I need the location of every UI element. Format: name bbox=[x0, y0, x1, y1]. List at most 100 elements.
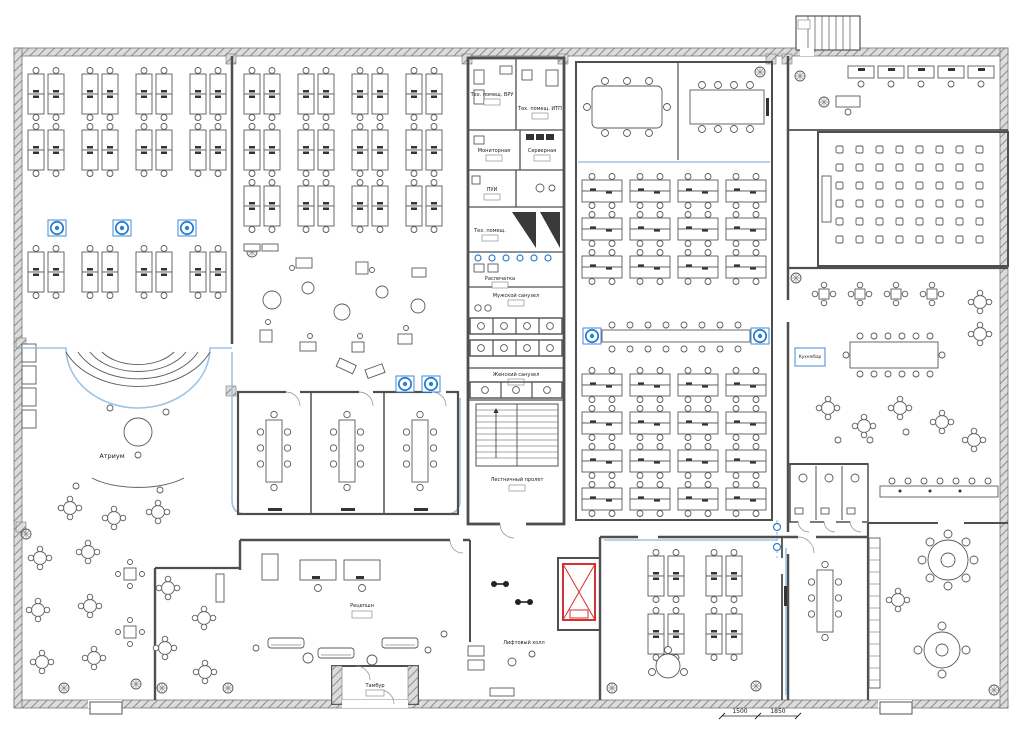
round-lounge-table bbox=[923, 631, 961, 669]
building-shell bbox=[13, 15, 1009, 715]
zone-atrium: Атриум bbox=[22, 347, 232, 531]
tech-vru-label: Тех. помещ. ВРУ bbox=[470, 92, 514, 98]
zone-meeting-rooms-west bbox=[231, 352, 461, 516]
pillar bbox=[225, 385, 237, 397]
tech-room-label: Тех. помещ. bbox=[473, 228, 506, 234]
printer-station bbox=[112, 219, 132, 237]
monitoring-label: Мониторная bbox=[478, 148, 510, 154]
zone-office-south bbox=[604, 536, 843, 695]
printer-station bbox=[395, 375, 415, 393]
bookshelf bbox=[868, 537, 881, 689]
core-stairwell: Лестничный пролет bbox=[475, 403, 559, 539]
dimension-1850: 1850 bbox=[770, 708, 785, 715]
pillar bbox=[15, 521, 27, 533]
lounge-collab-area bbox=[243, 243, 427, 380]
equipment-icon bbox=[490, 580, 510, 588]
desk-cluster bbox=[81, 67, 119, 121]
tech-itp-label: Тех. помещ. ИТП bbox=[517, 106, 562, 112]
porch-southwest bbox=[89, 701, 123, 715]
dark-equipment bbox=[512, 212, 536, 248]
desk-cluster bbox=[81, 123, 119, 177]
zone-lounge-southeast bbox=[868, 529, 1000, 696]
tv-screen bbox=[766, 98, 769, 116]
zone-core: Тех. помещ. ВРУ Тех. помещ. ИТП Мониторн… bbox=[466, 56, 566, 539]
stair-note-box bbox=[797, 19, 811, 30]
desk-cluster bbox=[135, 123, 173, 177]
zone-open-office-center bbox=[575, 61, 782, 558]
desk-cluster bbox=[27, 123, 65, 177]
wc-women-stalls bbox=[469, 381, 563, 399]
zone-open-office-north-center bbox=[243, 67, 443, 380]
dark-equipment bbox=[540, 212, 560, 248]
locker bbox=[21, 343, 37, 363]
tambour: Тамбур bbox=[331, 665, 419, 708]
meeting-table bbox=[807, 560, 843, 642]
desk-cluster bbox=[135, 245, 173, 299]
desk-cluster bbox=[27, 245, 65, 299]
desk-cluster bbox=[189, 123, 227, 177]
wall-east bbox=[999, 47, 1009, 709]
desk-cluster bbox=[81, 245, 119, 299]
reception-label: Рецепшн bbox=[350, 603, 374, 609]
elevator-shaft bbox=[562, 563, 596, 621]
locker bbox=[21, 387, 37, 407]
zone-cafe-southwest bbox=[20, 528, 145, 694]
round-table bbox=[655, 653, 681, 679]
meeting-area-north bbox=[583, 66, 769, 137]
zone-reception: Рецепшн Тамбур bbox=[152, 539, 464, 708]
zone-open-office-northwest bbox=[21, 67, 227, 429]
tambour-label: Тамбур bbox=[364, 683, 384, 689]
tv-screen bbox=[268, 508, 282, 511]
porch-southeast bbox=[879, 701, 913, 715]
zone-executive-northeast bbox=[794, 65, 995, 116]
zone-cafe: Кухня/бар bbox=[790, 272, 993, 453]
meeting-table bbox=[402, 410, 438, 492]
stairwell-label: Лестничный пролет bbox=[491, 476, 544, 483]
annotations-dimensions: 1500 1850 bbox=[718, 708, 802, 720]
tv-screen bbox=[414, 508, 428, 511]
door-gap-north bbox=[800, 48, 814, 56]
zone-elevator: Лифтовый холл bbox=[467, 557, 601, 697]
tv-screen bbox=[784, 586, 787, 606]
printing-label: Распечатка bbox=[485, 276, 515, 282]
printer-station bbox=[47, 219, 67, 237]
locker bbox=[21, 365, 37, 385]
zone-conference-hall bbox=[821, 145, 984, 244]
curved-sofa bbox=[91, 477, 185, 488]
wc-women-label: Женский санузел bbox=[493, 371, 540, 378]
kitchen-label-box bbox=[794, 347, 826, 367]
wall-south bbox=[13, 699, 1009, 709]
pui-label: ПУИ bbox=[487, 187, 498, 193]
reception-desk bbox=[343, 559, 381, 581]
printer-station bbox=[177, 219, 197, 237]
kitchen-label: Кухня/бар bbox=[799, 354, 822, 359]
tv-screen bbox=[341, 508, 355, 511]
wc-men-stalls bbox=[469, 317, 563, 357]
reception-desk bbox=[299, 559, 337, 581]
wall-west bbox=[13, 47, 23, 709]
meeting-table bbox=[256, 410, 292, 492]
printer-station bbox=[421, 375, 441, 393]
printer-station bbox=[750, 327, 770, 345]
server-label: Серверная bbox=[528, 148, 556, 154]
equipment-icon bbox=[514, 598, 534, 606]
desk-cluster bbox=[135, 67, 173, 121]
atrium-label: Атриум bbox=[99, 452, 124, 460]
wc-men-label: Мужской санузел bbox=[493, 292, 539, 299]
desk-cluster bbox=[189, 67, 227, 121]
desk-cluster bbox=[27, 67, 65, 121]
podium bbox=[821, 175, 832, 223]
pillar bbox=[15, 337, 27, 349]
high-bench bbox=[582, 321, 770, 353]
dimension-1500: 1500 bbox=[732, 708, 747, 715]
printer-station bbox=[582, 327, 602, 345]
lift-hall-label: Лифтовый холл bbox=[503, 639, 544, 646]
bar-counter bbox=[879, 477, 999, 498]
atrium-desk bbox=[123, 417, 153, 447]
meeting-table bbox=[329, 410, 365, 492]
communal-table bbox=[842, 332, 946, 378]
locker bbox=[21, 409, 37, 429]
desk-cluster bbox=[189, 245, 227, 299]
